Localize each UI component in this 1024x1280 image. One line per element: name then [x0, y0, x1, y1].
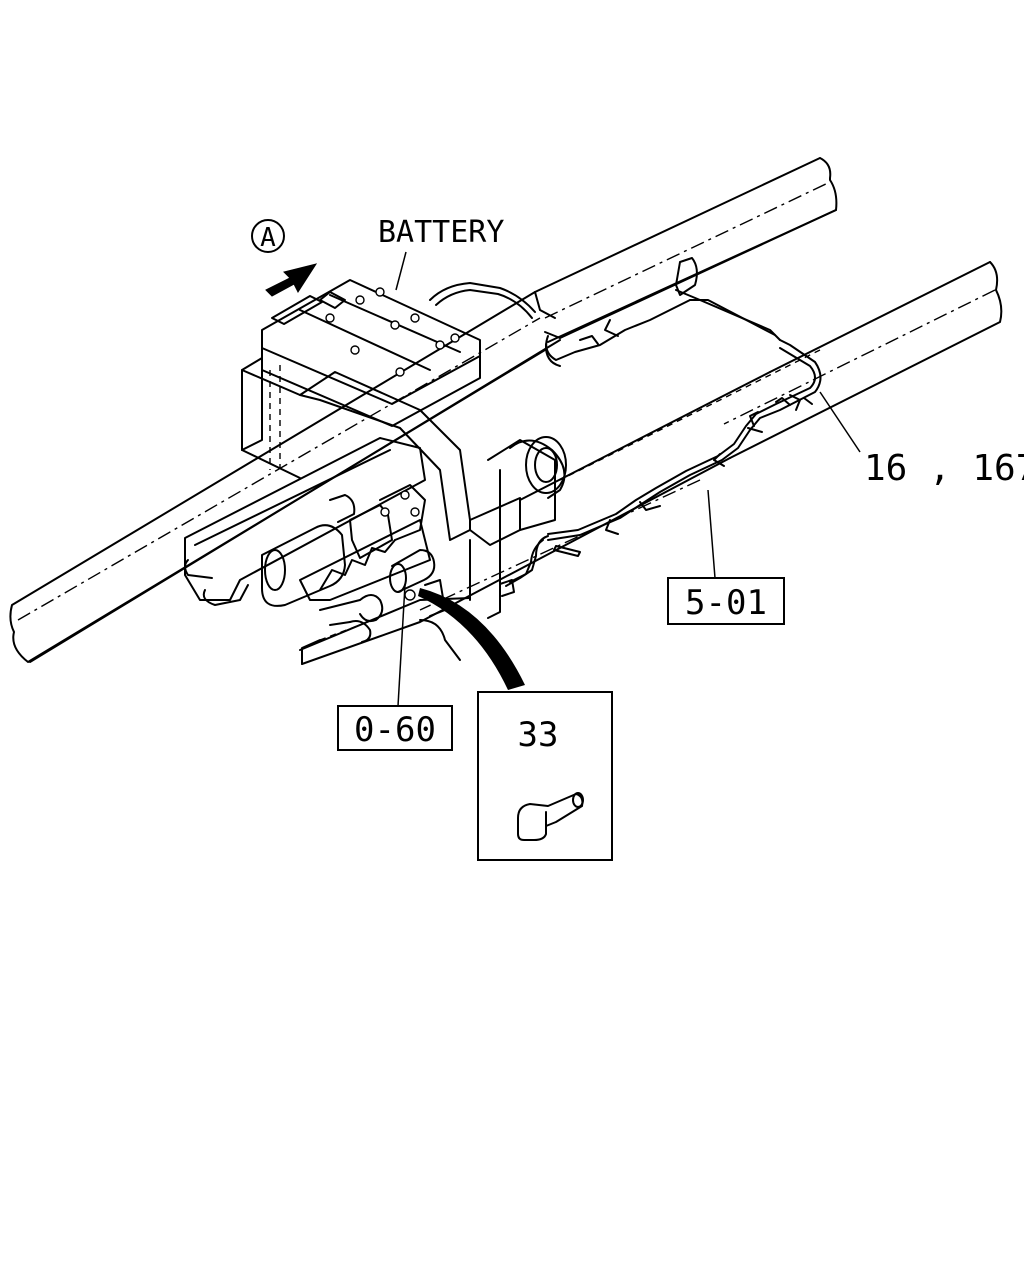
engine-assembly: [184, 437, 446, 651]
left-frame-rail: [9, 291, 561, 663]
detail-pointer: [418, 588, 525, 690]
detail-inset: 33: [477, 691, 613, 861]
circle-ref-label: A: [260, 223, 276, 253]
ref-0-60-leader: [397, 584, 406, 707]
right-frame-rail: [534, 157, 838, 343]
part-16-167-leader: [819, 391, 861, 453]
part-number-16-167: 16 , 167: [864, 448, 1024, 489]
direction-arrow-icon: [265, 263, 318, 297]
battery-label: BATTERY: [378, 215, 504, 250]
ref-5-01-label: 5-01: [685, 583, 767, 623]
circle-ref-marker: [251, 219, 285, 253]
ref-5-01-leader: [707, 489, 716, 579]
battery-leader: [395, 251, 407, 291]
pipe-routing: [429, 257, 822, 597]
battery-tray: [241, 279, 481, 479]
cross-member-bracket: [299, 371, 567, 619]
lower-rail: [299, 597, 471, 665]
leader-lines: [395, 251, 861, 807]
ref-box-0-60[interactable]: 0-60: [337, 705, 453, 751]
hose-connector-icon: [517, 792, 584, 841]
view-arrow-a: A: [251, 219, 318, 297]
ref-0-60-label: 0-60: [354, 710, 436, 750]
detail-part-number: 33: [518, 715, 559, 755]
ref-box-5-01[interactable]: 5-01: [667, 577, 785, 625]
